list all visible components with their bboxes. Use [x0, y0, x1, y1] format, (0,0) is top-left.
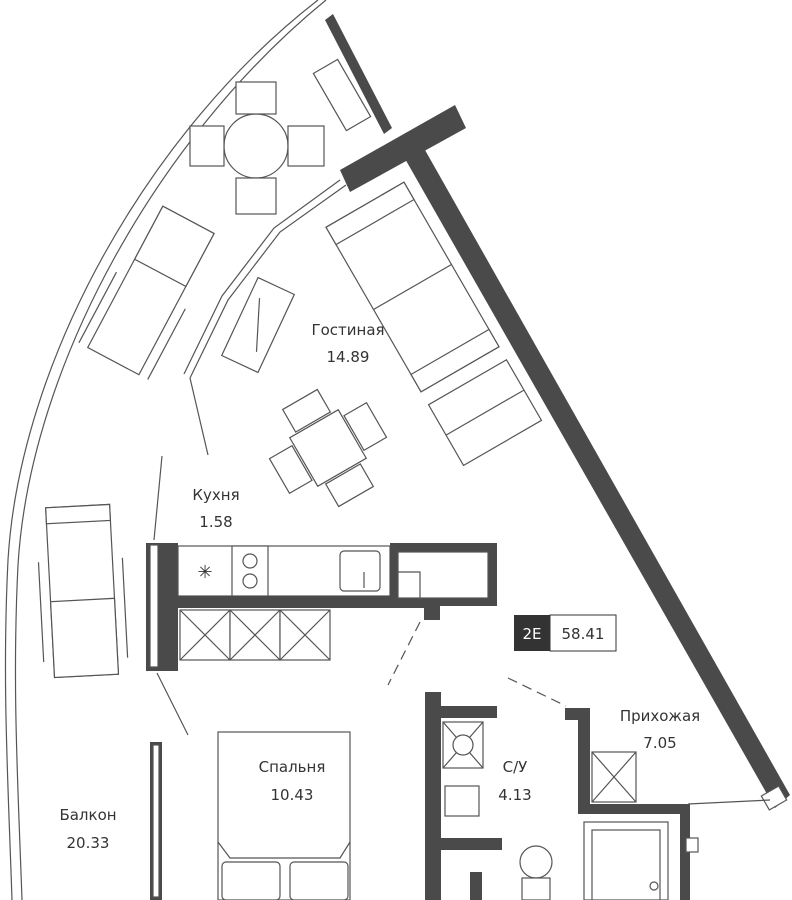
hallway-dash — [507, 677, 567, 707]
stove-burner-1 — [242, 553, 258, 569]
bathroom-drain-icon — [452, 734, 474, 756]
hallway-fixture — [685, 837, 699, 853]
sofa — [325, 181, 543, 467]
label-kitchen-area: 1.58 — [199, 513, 232, 531]
hallway-wall — [565, 708, 690, 900]
wall-end-cap — [760, 785, 788, 811]
badge-code: 2E — [522, 625, 541, 643]
sink — [339, 550, 381, 592]
bathroom-wall-left — [425, 692, 441, 900]
glazing-line — [189, 184, 347, 379]
door-swing-dash — [387, 621, 421, 686]
hood-star-icon: ✳ — [197, 562, 212, 583]
hallway-exit-line — [687, 799, 771, 805]
duct-inner — [397, 551, 489, 599]
label-balcony-area: 20.33 — [67, 834, 110, 852]
kitchen-cabinets — [179, 609, 331, 661]
label-bathroom-name: С/У — [503, 758, 528, 776]
badge-area-box — [549, 614, 617, 652]
lounge-chair-bottom — [37, 503, 129, 679]
balcony-table-set — [189, 81, 325, 215]
bed — [217, 731, 351, 900]
bathroom-wall-top — [425, 706, 497, 718]
badge-total-area: 58.41 — [562, 625, 605, 643]
label-bedroom-area: 10.43 — [271, 786, 314, 804]
label-kitchen-name: Кухня — [192, 486, 239, 504]
kitchen-glazing — [153, 455, 163, 541]
exterior-wall-top — [340, 105, 466, 192]
lounge-chair-top — [78, 205, 215, 380]
stove-burner-2 — [242, 573, 258, 589]
label-hallway-area: 7.05 — [643, 734, 676, 752]
dining-set — [268, 388, 388, 508]
bathroom-wall-mid — [440, 838, 502, 850]
label-bedroom-name: Спальня — [259, 758, 326, 776]
label-hallway-name: Прихожая — [620, 707, 700, 725]
label-balcony-name: Балкон — [59, 806, 116, 824]
label-living-area: 14.89 — [327, 348, 370, 366]
glazing-dash — [189, 377, 209, 456]
duct-pipe — [398, 571, 421, 600]
label-bathroom-area: 4.13 — [498, 786, 531, 804]
bathroom-sink — [444, 785, 480, 817]
balcony-bench — [312, 58, 372, 132]
apartment-badge: 2E 58.41 — [514, 614, 617, 652]
coffee-table — [220, 276, 296, 374]
kitchen-cabinet-wall — [178, 596, 440, 608]
badge-code-box — [514, 615, 550, 651]
toilet-bowl — [521, 877, 551, 900]
shower-drain — [649, 881, 659, 891]
kitchen-door-swing — [156, 672, 189, 736]
glazing-line-2 — [183, 179, 341, 375]
bathroom-wall-low — [470, 872, 482, 900]
label-living-name: Гостиная — [311, 321, 384, 339]
exterior-wall-diagonal — [400, 150, 790, 808]
toilet-tank — [519, 845, 553, 879]
exterior-wall-top-left — [325, 14, 392, 134]
kitchen-window — [149, 544, 159, 668]
